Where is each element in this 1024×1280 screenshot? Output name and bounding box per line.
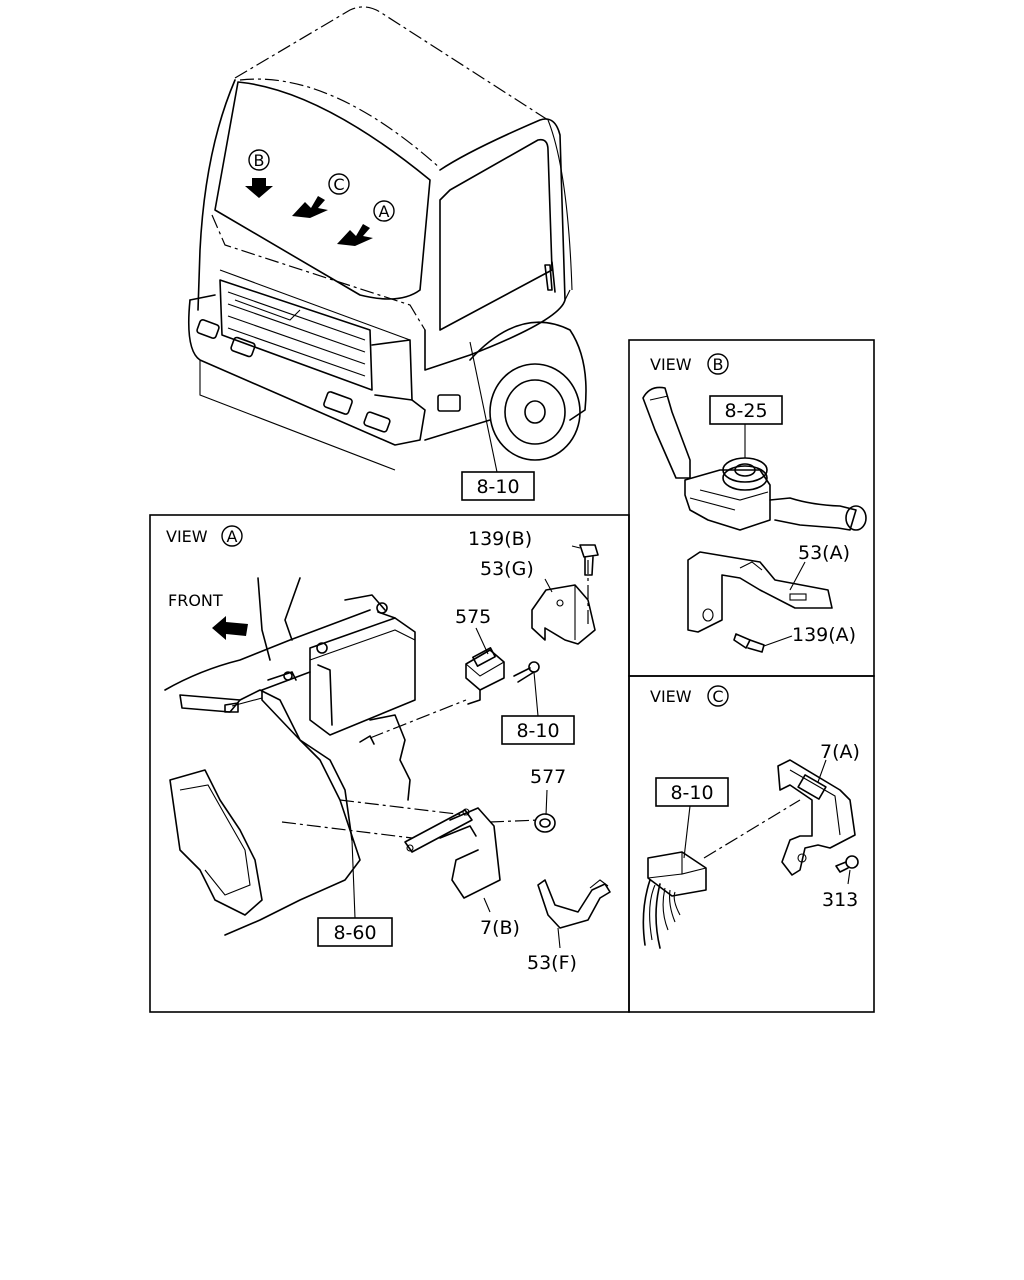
ref-label-8-10-view-c: 8-10 (670, 782, 713, 804)
grille (219, 279, 413, 401)
bracket-53g (531, 584, 596, 645)
connector-harness (642, 851, 707, 949)
label-139b: 139(B) (468, 528, 532, 550)
view-arrow-a: A (337, 200, 395, 246)
label-53a: 53(A) (798, 542, 850, 564)
view-c-title: VIEW (650, 687, 692, 706)
bolt-139a (733, 633, 765, 653)
view-arrow-b: B (245, 149, 273, 198)
clip-313 (835, 855, 859, 873)
label-575: 575 (455, 606, 491, 628)
truck-cab-overview: B C A 8-10 (187, 6, 587, 501)
label-313: 313 (822, 889, 858, 911)
label-139a: 139(A) (792, 624, 856, 646)
ref-box-8-60 (317, 917, 393, 947)
view-a-panel: VIEW A FRONT (149, 514, 630, 1013)
ref-box-8-10-overview (461, 471, 535, 501)
svg-text:B: B (254, 151, 265, 170)
view-b-panel: VIEW B 8-25 (628, 339, 875, 677)
label-7b: 7(B) (480, 917, 520, 939)
label-53f: 53(F) (527, 952, 577, 974)
front-label: FRONT (168, 591, 223, 610)
combination-switch (642, 386, 867, 531)
svg-text:A: A (379, 202, 390, 221)
view-a-marker: A (227, 527, 238, 546)
view-b-title: VIEW (650, 355, 692, 374)
bracket-7b (404, 807, 501, 899)
bolt-139b (579, 544, 599, 576)
ref-label-8-10-view-a: 8-10 (516, 720, 559, 742)
ref-box-8-25 (709, 395, 783, 425)
bracket-53f (537, 879, 611, 929)
svg-text:C: C (333, 175, 344, 194)
front-arrow-icon (212, 616, 248, 640)
label-53g: 53(G) (480, 558, 534, 580)
bracket-7a (777, 759, 856, 876)
ref-label-8-10-overview: 8-10 (476, 476, 519, 498)
nut-577 (534, 813, 556, 833)
ref-label-8-25: 8-25 (724, 400, 767, 422)
view-c-panel: VIEW C (628, 675, 875, 1013)
ref-label-8-60: 8-60 (333, 922, 376, 944)
view-c-marker: C (712, 687, 723, 706)
bracket-53a (687, 551, 833, 633)
view-b-marker: B (713, 355, 724, 374)
label-577: 577 (530, 766, 566, 788)
label-7a: 7(A) (820, 741, 860, 763)
view-arrow-c: C (292, 173, 350, 218)
view-a-title: VIEW (166, 527, 208, 546)
ref-box-8-10-view-c (655, 777, 729, 807)
clip-575 (465, 647, 505, 705)
ref-box-8-10-view-a (501, 715, 575, 745)
